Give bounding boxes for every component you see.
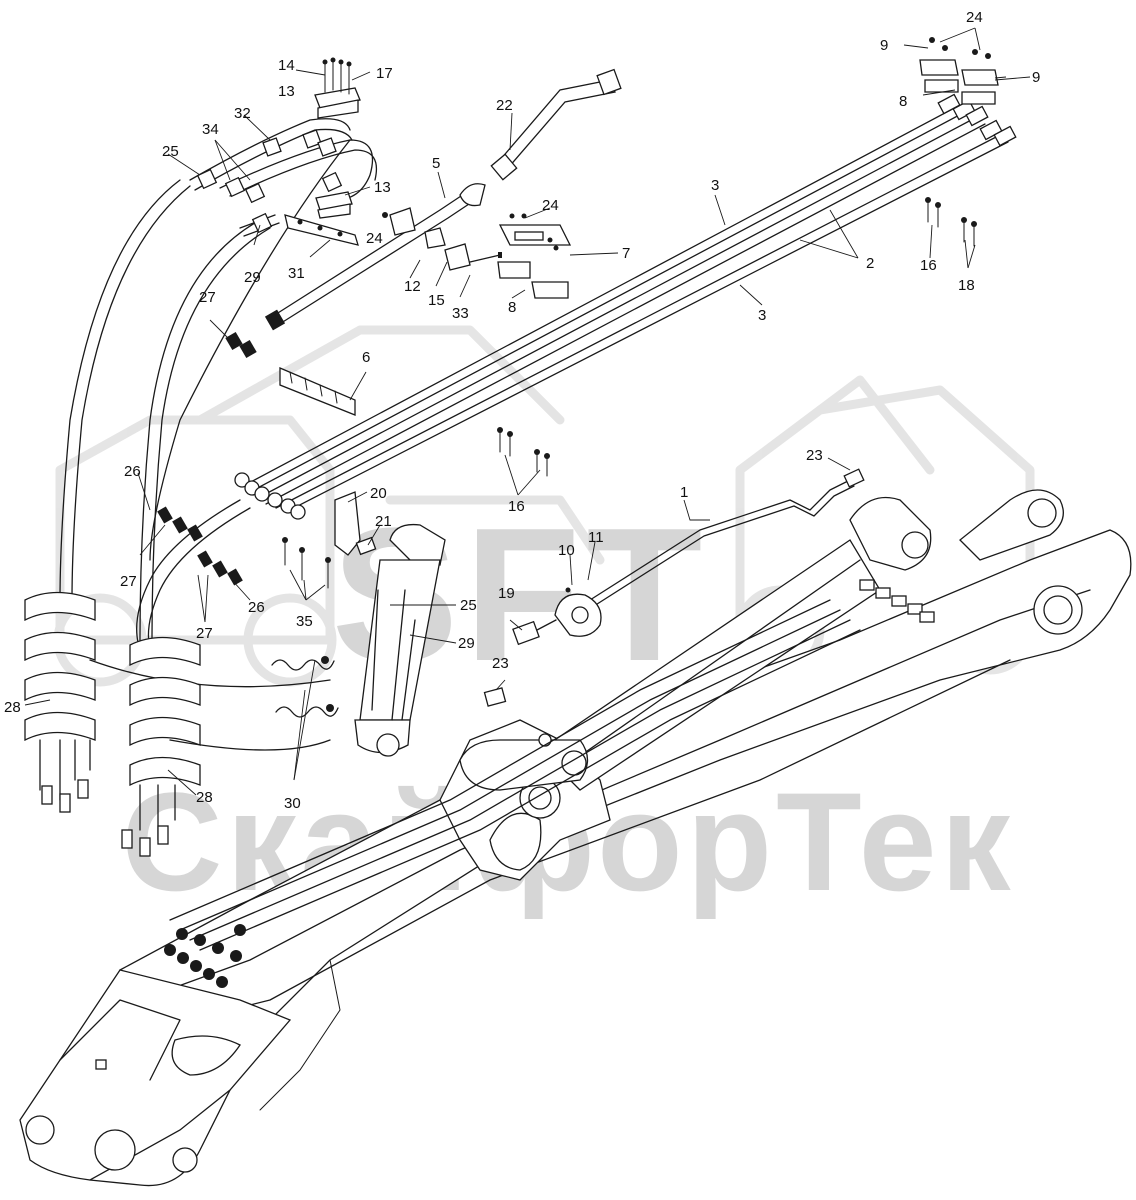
- hose-loops: [24, 139, 351, 857]
- pipe-end-fittings-left: [234, 472, 306, 520]
- callout-25b: 25: [460, 597, 477, 614]
- callout-6: 6: [362, 349, 370, 366]
- pipe-bundle: [164, 93, 1017, 988]
- clamp-7-8: [497, 213, 572, 299]
- tip-pin-hole: [1027, 498, 1057, 528]
- callout-28b: 28: [196, 789, 213, 806]
- callout-33: 33: [452, 305, 469, 322]
- hose-fittings-26-27: [157, 309, 286, 586]
- callout-7: 7: [622, 245, 630, 262]
- callout-23b: 23: [492, 655, 509, 672]
- callout-32: 32: [234, 105, 251, 122]
- callout-2: 2: [866, 255, 874, 272]
- callout-19: 19: [498, 585, 515, 602]
- lower-pipe-fittings: [164, 924, 246, 988]
- spiral-wrap-left: [24, 591, 96, 813]
- callout-13b: 13: [374, 179, 391, 196]
- callout-3a: 3: [711, 177, 719, 194]
- callout-17: 17: [376, 65, 393, 82]
- leader-lines: [24, 27, 1031, 796]
- callout-18: 18: [958, 277, 975, 294]
- callout-3b: 3: [758, 307, 766, 324]
- clamp-9-8-right: [919, 37, 999, 105]
- callout-30: 30: [284, 795, 301, 812]
- boom-cylinder: [459, 496, 932, 791]
- bracket-20-21: [334, 491, 377, 556]
- callout-20: 20: [370, 485, 387, 502]
- foot-pin-hole-2: [94, 1129, 136, 1171]
- callout-16b: 16: [920, 257, 937, 274]
- bracket-12-15: [382, 207, 502, 271]
- callout-16a: 16: [508, 498, 525, 515]
- callout-15: 15: [428, 292, 445, 309]
- callout-1: 1: [680, 484, 688, 501]
- front-pipe-fittings: [859, 579, 935, 623]
- callout-14: 14: [278, 57, 295, 74]
- callout-29a: 29: [244, 269, 261, 286]
- fitting-23-upper: [843, 468, 865, 488]
- flange-10-11: [554, 587, 602, 637]
- clamp-13-lower: [315, 191, 353, 219]
- clamp-13-upper: [314, 57, 361, 119]
- callout-23a: 23: [806, 447, 823, 464]
- clamps-and-brackets: [271, 37, 999, 718]
- plate-31: [284, 214, 359, 246]
- spiral-guards-30: [271, 656, 339, 718]
- bolts-16-18-35: [282, 197, 977, 589]
- foot-pin-hole-3: [172, 1147, 198, 1173]
- callout-8a: 8: [508, 299, 516, 316]
- callout-29b: 29: [458, 635, 475, 652]
- upper-hoses: [189, 68, 622, 326]
- callout-5: 5: [432, 155, 440, 172]
- callout-27b: 27: [120, 573, 137, 590]
- fitting-23-lower: [483, 687, 507, 707]
- callout-8b: 8: [899, 93, 907, 110]
- callout-9b: 9: [1032, 69, 1040, 86]
- callout-31: 31: [288, 265, 305, 282]
- hose-22: [499, 79, 616, 169]
- callout-24a: 24: [966, 9, 983, 26]
- callout-10: 10: [558, 542, 575, 559]
- callout-27a: 27: [199, 289, 216, 306]
- callout-34: 34: [202, 121, 219, 138]
- callout-24b: 24: [542, 197, 559, 214]
- bucket-cylinder: [354, 523, 446, 757]
- callout-labels: 1 2 3 3 5 6 7 8 8 9 9 10 11 12 13 13 14 …: [4, 9, 1040, 812]
- callout-21: 21: [375, 513, 392, 530]
- callout-22: 22: [496, 97, 513, 114]
- callout-24c: 24: [366, 230, 383, 247]
- spiral-wrap-right: [121, 636, 201, 857]
- callout-28a: 28: [4, 699, 21, 716]
- nameplate: [95, 1059, 107, 1070]
- callout-26b: 26: [248, 599, 265, 616]
- boom-foot: [19, 969, 292, 1181]
- callout-12: 12: [404, 278, 421, 295]
- callout-35: 35: [296, 613, 313, 630]
- foot-pin-hole-1: [25, 1115, 55, 1145]
- callout-13a: 13: [278, 83, 295, 100]
- pipe-end-fittings-right: [937, 93, 1017, 147]
- callout-25a: 25: [162, 143, 179, 160]
- callout-11: 11: [588, 529, 604, 546]
- clamp-6: [279, 367, 356, 416]
- callout-26a: 26: [124, 463, 141, 480]
- callout-27c: 27: [196, 625, 213, 642]
- upper-hose-fittings: [196, 129, 343, 234]
- callout-9a: 9: [880, 37, 888, 54]
